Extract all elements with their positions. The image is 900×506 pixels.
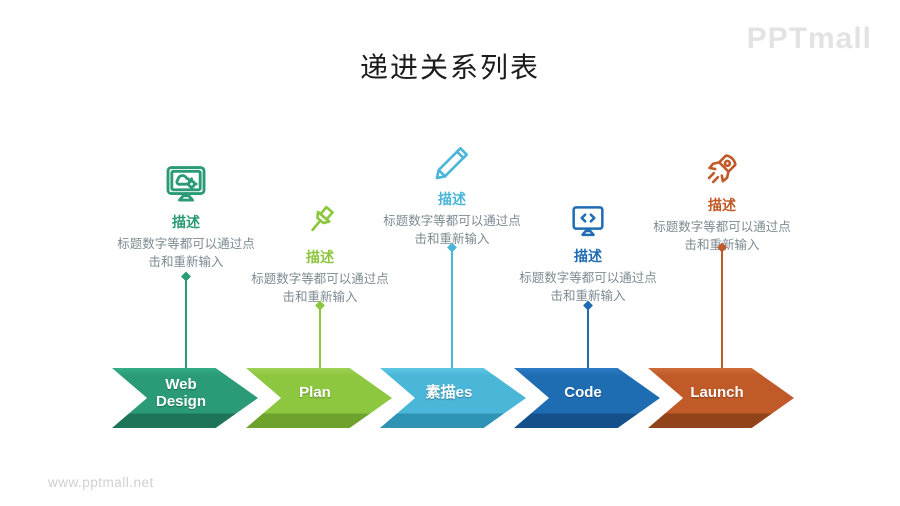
arrow-label: 素描es xyxy=(425,384,473,402)
connector-diamond xyxy=(447,242,457,253)
arrow-shape-launch: Launch xyxy=(648,368,794,428)
pencil-icon xyxy=(431,142,473,184)
arrow-shape-code: Code xyxy=(514,368,660,428)
step-desc-text: 标题数字等都可以通过点击和重新输入 xyxy=(117,237,255,270)
arrow-shape-plan: Plan xyxy=(246,368,392,428)
rocket-icon xyxy=(701,148,743,190)
arrow-label: Launch xyxy=(690,384,744,402)
step-desc-title: 描述 xyxy=(574,248,602,264)
step-desc-title: 描述 xyxy=(306,249,334,265)
watermark-url: www.pptmall.net xyxy=(48,475,154,490)
step-info-block: 描述 标题数字等都可以通过点击和重新输入 xyxy=(96,161,276,271)
connector-diamond xyxy=(583,300,593,311)
step-desc-title: 描述 xyxy=(438,191,466,207)
code-monitor-icon xyxy=(568,201,608,241)
step-desc-title: 描述 xyxy=(708,197,736,213)
connector-line xyxy=(717,242,727,373)
step-desc-text: 标题数字等都可以通过点击和重新输入 xyxy=(383,214,521,247)
page-title: 递进关系列表 xyxy=(359,52,540,83)
step-desc-text: 标题数字等都可以通过点击和重新输入 xyxy=(251,272,389,305)
monitor-cloud-icon xyxy=(163,161,209,207)
pptmall-logo: PPTmall xyxy=(746,22,872,55)
step-info-block: 描述 标题数字等都可以通过点击和重新输入 xyxy=(362,142,542,248)
connector-line xyxy=(583,300,593,373)
pushpin-icon xyxy=(299,200,341,242)
arrow-label: Code xyxy=(564,384,602,402)
arrow-label: Plan xyxy=(299,384,331,402)
step-info-block: 描述 标题数字等都可以通过点击和重新输入 xyxy=(632,148,812,254)
step-desc-title: 描述 xyxy=(172,214,200,230)
step-info-block: 描述 标题数字等都可以通过点击和重新输入 xyxy=(498,201,678,305)
step-info-block: 描述 标题数字等都可以通过点击和重新输入 xyxy=(230,200,410,306)
step-desc-text: 标题数字等都可以通过点击和重新输入 xyxy=(653,220,791,253)
connector-line xyxy=(315,300,325,373)
step-desc-text: 标题数字等都可以通过点击和重新输入 xyxy=(519,271,657,304)
arrow-shape-web-design: Web Design xyxy=(112,368,258,428)
arrow-shape-sketch: 素描es xyxy=(380,368,526,428)
arrow-label: Web Design xyxy=(155,375,206,410)
connector-diamond xyxy=(315,300,325,311)
connector-diamond xyxy=(181,271,191,282)
connector-diamond xyxy=(717,242,727,253)
connector-line xyxy=(447,242,457,373)
connector-line xyxy=(181,271,191,373)
